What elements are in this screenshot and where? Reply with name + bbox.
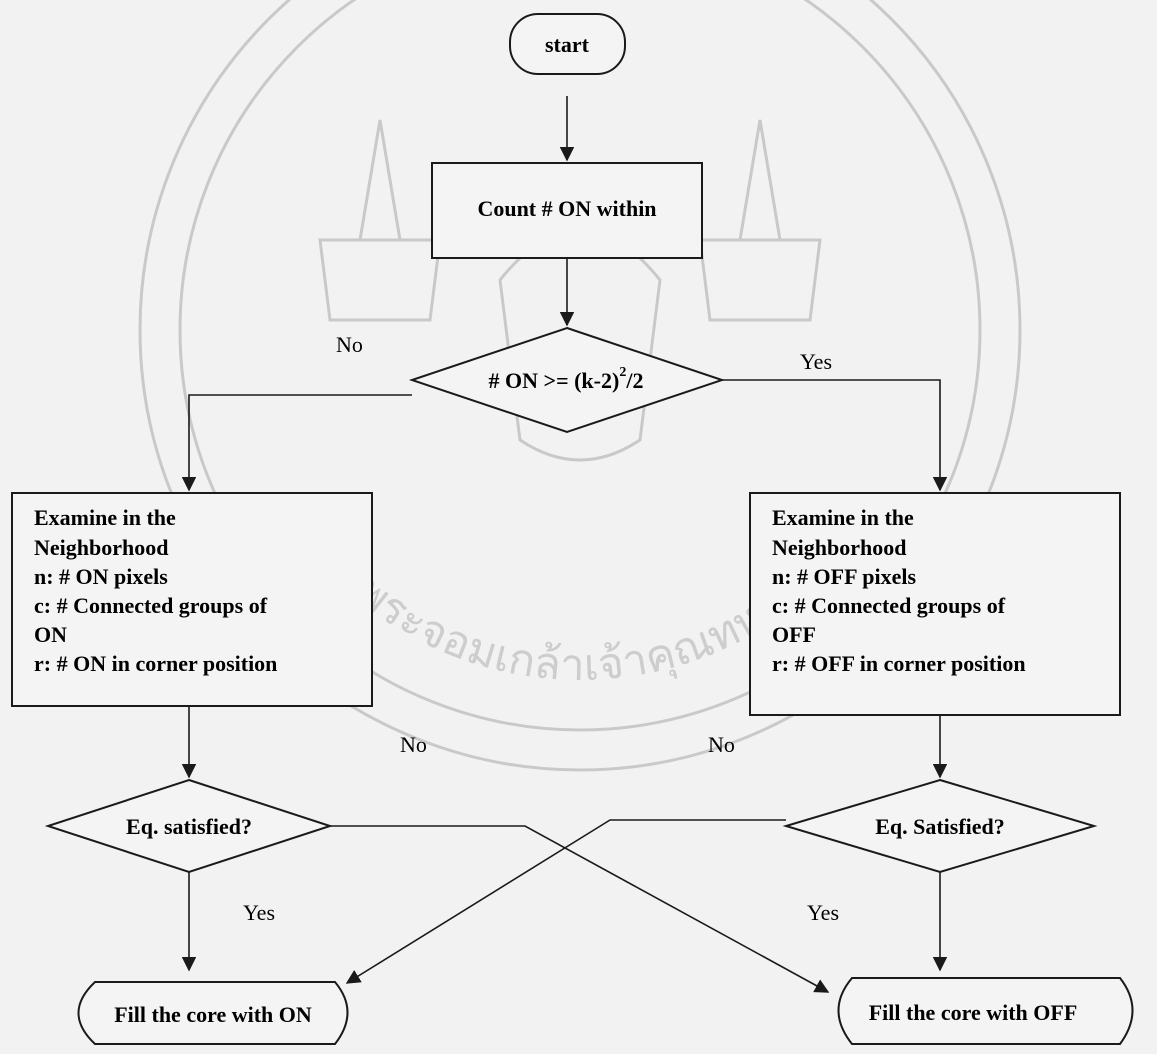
start-label: start [545,32,590,57]
fill-on-node: Fill the core with ON [77,981,349,1045]
label-main-yes: Yes [800,349,832,374]
start-node: start [509,13,626,75]
examine-off-text: Examine in the Neighborhood n: # OFF pix… [772,505,1026,676]
examine-off-node: Examine in the Neighborhood n: # OFF pix… [749,492,1121,716]
count-label: Count # ON within [477,196,656,221]
examine-off-line: c: # Connected groups of [772,593,1006,618]
examine-on-line: ON [34,622,67,647]
main-decision-text: # ON >= (k-2) [489,368,620,393]
arrow-decision-yes [722,379,948,492]
label-right-yes: Yes [807,900,839,925]
examine-off-line: Examine in the [772,505,914,530]
examine-on-line: r: # ON in corner position [34,651,277,676]
label-right-no: No [708,732,735,757]
examine-on-node: Examine in the Neighborhood n: # ON pixe… [11,492,373,707]
examine-off-line: r: # OFF in corner position [772,651,1026,676]
main-decision-tail: /2 [625,368,643,393]
eq-left-decision-node: Eq. satisfied? [44,778,334,874]
fill-off-node: Fill the core with OFF [837,977,1134,1045]
fill-on-label: Fill the core with ON [114,1002,312,1027]
edge-labels: No Yes No No Yes Yes [243,332,839,925]
eq-right-decision-node: Eq. Satisfied? [782,778,1098,874]
examine-on-line: Neighborhood [34,535,168,560]
eq-left-label: Eq. satisfied? [126,814,252,839]
eq-right-label: Eq. Satisfied? [875,814,1005,839]
main-decision-node: # ON >= (k-2)2/2 [408,326,726,434]
examine-on-line: n: # ON pixels [34,564,168,589]
examine-on-line: c: # Connected groups of [34,593,268,618]
arrow-eq-left-no [330,825,830,993]
arrow-eq-right-no [345,819,786,984]
examine-off-line: n: # OFF pixels [772,564,916,589]
label-main-no: No [336,332,363,357]
arrow-decision-no [181,394,412,492]
connectors [181,96,948,993]
examine-on-text: Examine in the Neighborhood n: # ON pixe… [34,505,277,676]
main-decision-superscript: 2 [619,365,626,380]
examine-off-line: Neighborhood [772,535,906,560]
examine-on-line: Examine in the [34,505,176,530]
count-node: Count # ON within [431,162,703,259]
watermark-text-path: พระจอมเกล้าเจ้าคุณทหาร [346,565,813,691]
watermark-text: พระจอมเกล้าเจ้าคุณทหาร [346,565,813,691]
label-left-yes: Yes [243,900,275,925]
examine-off-line: OFF [772,622,816,647]
fill-off-label: Fill the core with OFF [869,1000,1078,1025]
label-left-no: No [400,732,427,757]
main-decision-label: # ON >= (k-2)2/2 [489,365,644,393]
